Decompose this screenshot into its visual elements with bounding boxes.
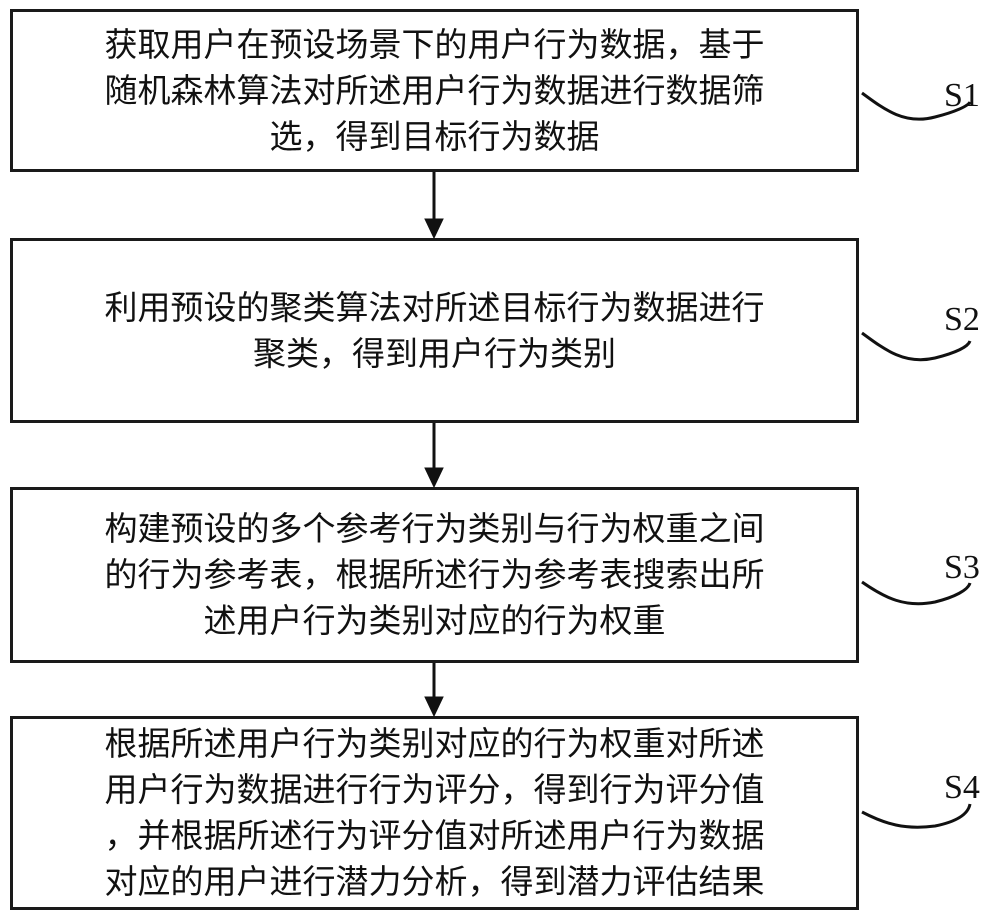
step-s4-text-line: 根据所述用户行为类别对应的行为权重对所述 (105, 721, 765, 767)
step-s4-label: S4 (944, 769, 980, 807)
step-s2-text-line: 聚类，得到用户行为类别 (253, 331, 616, 377)
step-s4-box: 根据所述用户行为类别对应的行为权重对所述 用户行为数据进行行为评分，得到行为评分… (10, 716, 859, 910)
step-s1-text-line: 随机森林算法对所述用户行为数据进行数据筛 (105, 68, 765, 114)
step-s2-text-line: 利用预设的聚类算法对所述目标行为数据进行 (105, 285, 765, 331)
step-s4-text-line: 用户行为数据进行行为评分，得到行为评分值 (105, 767, 765, 813)
step-s4-text-line: 对应的用户进行潜力分析，得到潜力评估结果 (105, 859, 765, 905)
step-s1-text-line: 选，得到目标行为数据 (270, 114, 600, 160)
step-s3-text-line: 构建预设的多个参考行为类别与行为权重之间 (105, 506, 765, 552)
arrow-s1-to-s2 (425, 172, 443, 238)
step-s2-label: S2 (944, 301, 980, 339)
leader-curve-s4 (862, 804, 970, 827)
step-s1-box: 获取用户在预设场景下的用户行为数据，基于 随机森林算法对所述用户行为数据进行数据… (10, 9, 859, 172)
step-s1-text-line: 获取用户在预设场景下的用户行为数据，基于 (105, 22, 765, 68)
step-s2-box: 利用预设的聚类算法对所述目标行为数据进行 聚类，得到用户行为类别 (10, 238, 859, 423)
arrow-s2-to-s3 (425, 423, 443, 487)
step-s3-text-line: 述用户行为类别对应的行为权重 (204, 598, 666, 644)
step-s4-text-line: ，并根据所述行为评分值对所述用户行为数据 (105, 813, 765, 859)
step-s3-box: 构建预设的多个参考行为类别与行为权重之间 的行为参考表，根据所述行为参考表搜索出… (10, 487, 859, 663)
arrow-s3-to-s4 (425, 663, 443, 716)
step-s1-label: S1 (944, 77, 980, 115)
step-s3-text-line: 的行为参考表，根据所述行为参考表搜索出所 (105, 552, 765, 598)
step-s3-label: S3 (944, 549, 980, 587)
